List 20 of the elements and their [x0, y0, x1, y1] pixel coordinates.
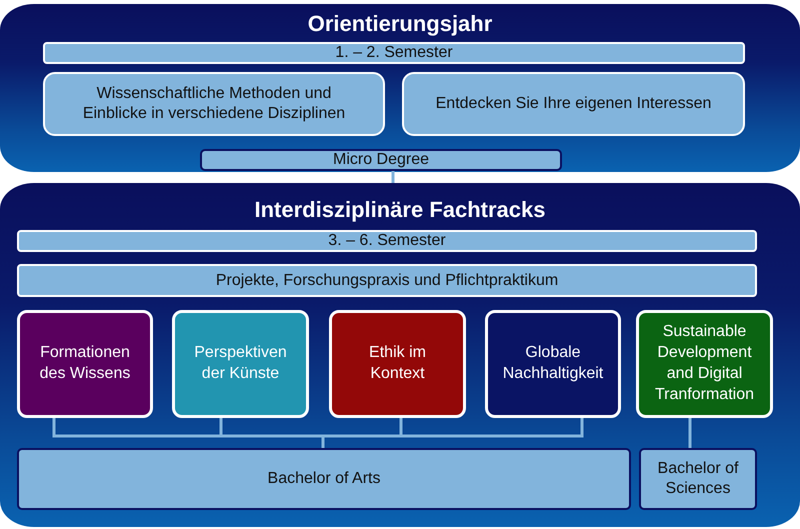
section-panel [0, 183, 800, 527]
connector-line [322, 418, 584, 448]
section-panel [0, 4, 800, 172]
info-box: Wissenschaftliche Methoden und Einblicke in verschiedene Disziplinen [43, 72, 385, 136]
semester-bar: 1. – 2. Semester [43, 42, 745, 64]
track-box: Ethik im Kontext [329, 310, 466, 418]
track-box: Perspektiven der Künste [172, 310, 309, 418]
degree-box: Bachelor of Sciences [639, 448, 757, 510]
panel-title: Interdisziplinäre Fachtracks [254, 197, 546, 223]
track-box: Sustainable Development and Digital Tranformation [636, 310, 773, 418]
info-bar: Projekte, Forschungspraxis und Pflichtpraktikum [17, 264, 757, 297]
track-box: Globale Nachhaltigkeit [485, 310, 621, 418]
panel-title: Orientierungsjahr [308, 11, 492, 37]
degree-box: Micro Degree [200, 149, 562, 171]
degree-box: Bachelor of Arts [17, 448, 631, 510]
connector-line [688, 418, 692, 448]
track-box: Formationen des Wissens [17, 310, 153, 418]
connector-line [392, 171, 394, 183]
semester-bar: 3. – 6. Semester [17, 230, 757, 252]
info-box: Entdecken Sie Ihre eigenen Interessen [402, 72, 745, 136]
